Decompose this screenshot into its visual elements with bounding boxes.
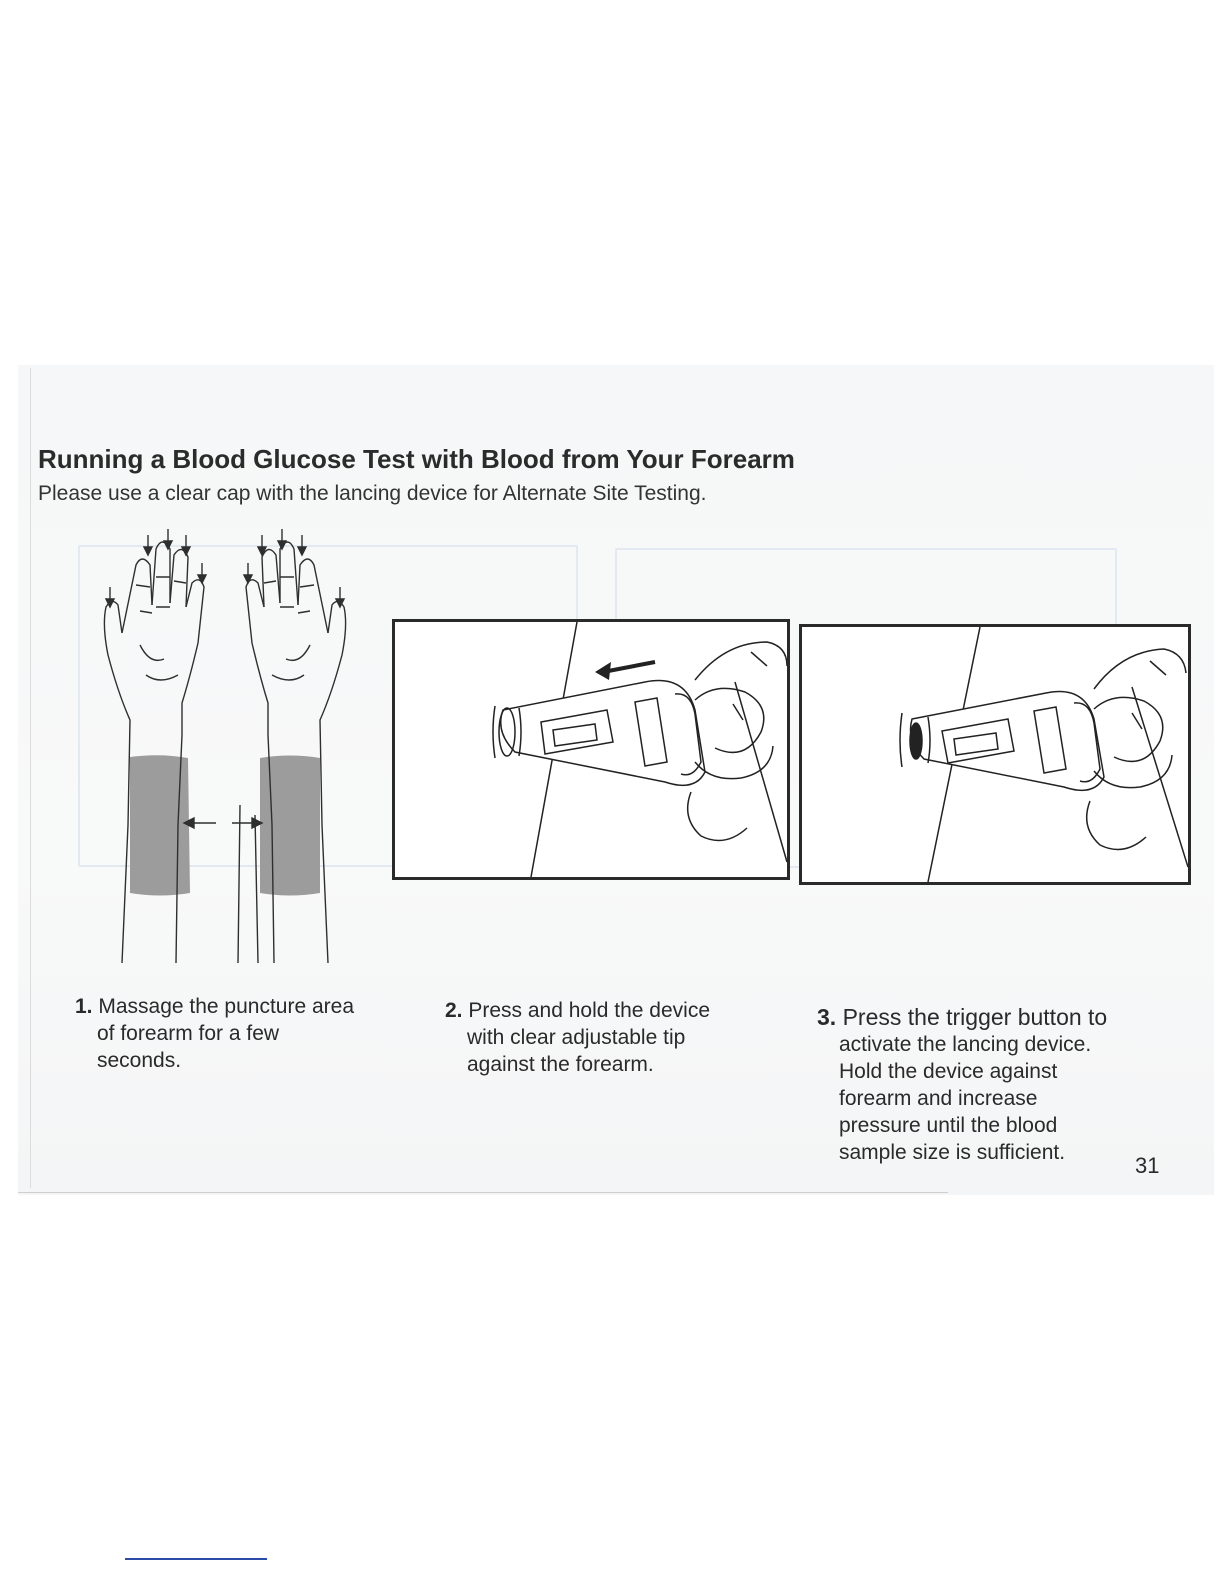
- press-device-panel: [392, 619, 790, 880]
- step-number: 1.: [75, 995, 93, 1018]
- step-text: activate the lancing device.: [839, 1033, 1092, 1056]
- step-text: Hold the device against: [839, 1060, 1058, 1083]
- page-number: 31: [1135, 1153, 1160, 1178]
- step-3: 3. Press the trigger button to activate …: [817, 1004, 1107, 1166]
- step-number: 3.: [817, 1004, 837, 1030]
- step-text: pressure until the blood: [839, 1114, 1058, 1137]
- trigger-device-panel: [799, 624, 1191, 885]
- step-text: Massage the puncture area: [98, 995, 355, 1018]
- lancing-device-press-illustration: [492, 622, 787, 877]
- step-1: 1. Massage the puncture area of forearm …: [75, 993, 354, 1074]
- step-text: Press the trigger button to: [842, 1004, 1108, 1030]
- step-text: Press and hold the device: [468, 999, 711, 1022]
- page-title: Running a Blood Glucose Test with Blood …: [38, 444, 795, 474]
- step-text: seconds.: [97, 1049, 182, 1072]
- show-through-heading: [872, 450, 879, 481]
- step-text: sample size is sufficient.: [839, 1141, 1066, 1164]
- step-text: of forearm for a few: [97, 1022, 280, 1045]
- step-2: 2. Press and hold the device with clear …: [445, 997, 710, 1078]
- lancing-device-trigger-illustration: [899, 627, 1188, 882]
- step-number: 2.: [445, 999, 463, 1022]
- page-edge-line: [30, 368, 31, 1188]
- step-text: forearm and increase: [839, 1087, 1038, 1110]
- footnote-rule: [125, 1558, 267, 1560]
- step-text: against the forearm.: [467, 1053, 654, 1076]
- step-text: with clear adjustable tip: [467, 1026, 686, 1049]
- page-bottom-rule: [18, 1192, 948, 1193]
- page-subtitle: Please use a clear cap with the lancing …: [38, 482, 707, 505]
- forearm-massage-illustration: [103, 529, 347, 964]
